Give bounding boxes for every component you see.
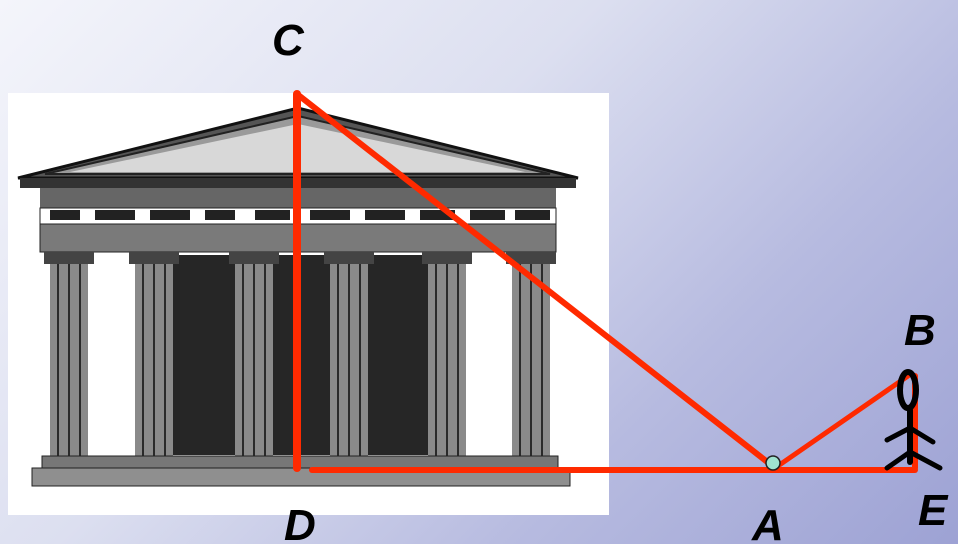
- label-point-a: A: [751, 501, 784, 544]
- segment-ab: [772, 373, 911, 471]
- stick-figure-observer: [884, 369, 943, 471]
- label-point-b: B: [904, 306, 936, 355]
- label-point-c: C: [272, 16, 305, 65]
- label-point-d: D: [284, 501, 316, 544]
- label-point-e: E: [918, 486, 949, 535]
- segment-ca: [294, 91, 778, 471]
- mirror-point-marker: [765, 455, 781, 471]
- greek-temple-illustration: [8, 93, 609, 515]
